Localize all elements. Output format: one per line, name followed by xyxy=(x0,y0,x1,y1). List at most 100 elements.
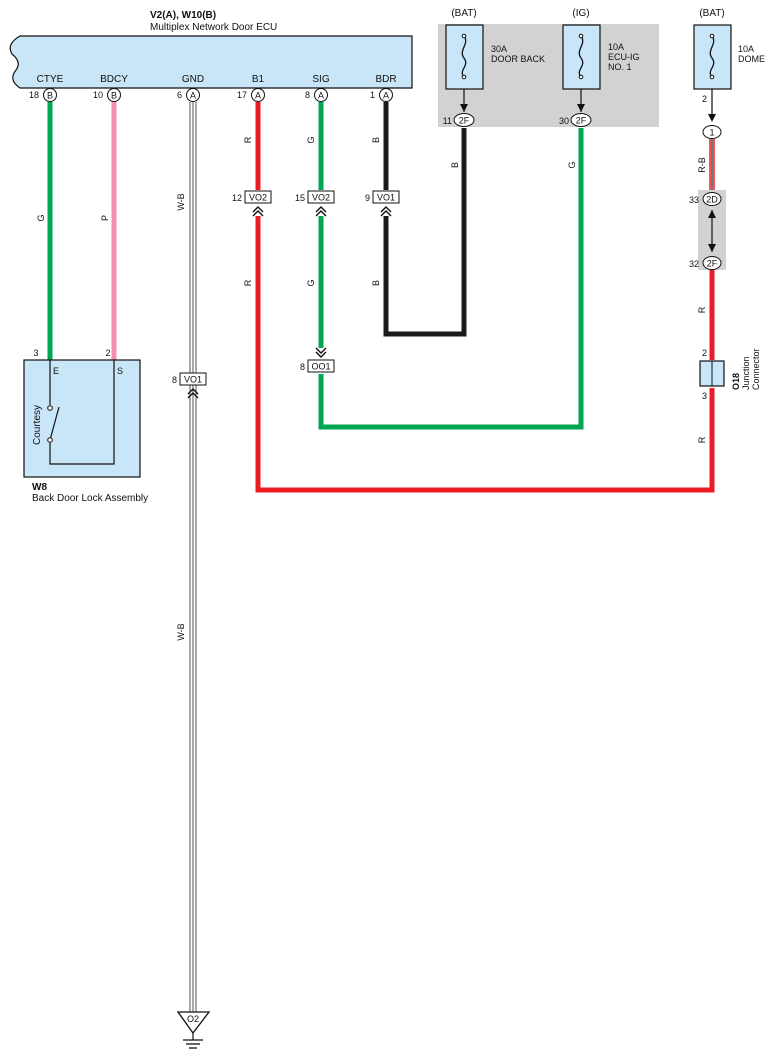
junction-name2: Connector xyxy=(751,348,761,390)
junction-pin-top: 2 xyxy=(702,348,707,358)
ecu-ref: V2(A), W10(B) xyxy=(150,10,216,21)
ecu-pin-bdcy: 10 B xyxy=(93,88,121,102)
fuse-ecu-ig-conn: 2F xyxy=(576,116,587,126)
wire-bdr-color-lower: B xyxy=(371,280,381,286)
wire-sig-color-lower: G xyxy=(306,279,316,286)
wire-b1-lower xyxy=(255,216,715,493)
wire-dome-rb-color: R-B xyxy=(697,157,707,173)
fuse-ecu-ig: (IG) 10A ECU-IG NO. 1 30 2F xyxy=(559,8,640,127)
ecu-pin-conn-gnd: A xyxy=(190,91,196,101)
fuse-dome-source: (BAT) xyxy=(699,8,724,19)
ecu-pin-conn-sig: A xyxy=(318,91,324,101)
ecu-pin-num-gnd: 6 xyxy=(177,90,182,100)
connector-b1-vo2-pin: 12 xyxy=(232,193,242,203)
fuse-door-back: (BAT) 30A DOOR BACK 11 2F xyxy=(443,8,545,127)
fuse-dome-name: DOME xyxy=(738,54,765,64)
ecu-pin-b1: 17 A xyxy=(237,88,265,102)
ecu-box xyxy=(9,35,413,89)
ecu-pin-num-b1: 17 xyxy=(237,90,247,100)
ecu-pin-conn-bdcy: B xyxy=(111,91,117,101)
wire-bdr-color-upper: B xyxy=(371,137,381,143)
wire-ctye-color: G xyxy=(36,214,46,221)
fuse-ecu-ig-name2: NO. 1 xyxy=(608,62,632,72)
ecu-pin-num-sig: 8 xyxy=(305,90,310,100)
connector-sig-oo1-pin: 8 xyxy=(300,362,305,372)
connector-dome-1: 1 xyxy=(702,125,722,139)
connector-b1-vo2-name: VO2 xyxy=(249,193,267,203)
connector-dome-2f-pin: 32 xyxy=(689,259,699,269)
wire-dome-lower-color: R xyxy=(697,306,707,313)
fuse-door-back-pin: 11 xyxy=(443,116,452,126)
ecu-pin-label-ctye: CTYE xyxy=(37,74,64,85)
connector-dome-2f: 32 2F xyxy=(689,256,722,270)
ecu-pin-num-bdr: 1 xyxy=(370,90,375,100)
connector-gnd-vo1-pin: 8 xyxy=(172,375,177,385)
wire-dome-rb xyxy=(709,139,715,192)
wire-b1-color-lower: R xyxy=(243,279,253,286)
ecu-pin-label-gnd: GND xyxy=(182,74,204,85)
lock-pin-e-num: 3 xyxy=(33,348,38,358)
wire-gnd xyxy=(189,102,197,1012)
connector-b1-vo2: 12 VO2 xyxy=(232,190,272,217)
connector-gnd-vo1: 8 VO1 xyxy=(172,372,207,399)
lock-ref: W8 xyxy=(32,482,47,493)
connector-bdr-vo1-name: VO1 xyxy=(377,193,395,203)
wire-bdcy-color: P xyxy=(100,215,110,221)
back-door-lock-assembly: 3 2 E S Courtesy W8 Back Door Lock Assem… xyxy=(23,348,148,504)
connector-sig-vo2-pin: 15 xyxy=(295,193,305,203)
junction-ref: O18 xyxy=(731,373,741,390)
connector-gnd-vo1-name: VO1 xyxy=(184,375,202,385)
ground-label: O2 xyxy=(187,1014,199,1024)
fuse-dome-rating: 10A xyxy=(738,44,754,54)
ecu-pin-conn-bdr: A xyxy=(383,91,389,101)
lock-pin-s: S xyxy=(117,366,123,376)
fuse-dome: (BAT) 10A DOME 2 xyxy=(693,8,765,122)
wire-door-back-color: B xyxy=(450,162,460,168)
fuse-ecu-ig-rating: 10A xyxy=(608,42,624,52)
wire-sig-lower xyxy=(318,128,584,430)
connector-sig-vo2: 15 VO2 xyxy=(295,190,335,217)
ecu-pin-label-bdr: BDR xyxy=(375,74,396,85)
fuse-ecu-ig-source: (IG) xyxy=(572,8,589,19)
ecu-pin-bdr: 1 A xyxy=(370,88,393,102)
junction-name: Junction xyxy=(741,356,751,390)
wire-gnd-color-top: W-B xyxy=(176,193,186,210)
fuse-door-back-rating: 30A xyxy=(491,44,507,54)
ecu-pin-gnd: 6 A xyxy=(177,88,200,102)
wire-bdr-lower xyxy=(383,128,467,337)
connector-bdr-vo1-pin: 9 xyxy=(365,193,370,203)
wire-gnd-color-bottom: W-B xyxy=(176,623,186,640)
fuse-ecu-ig-pin: 30 xyxy=(559,116,569,126)
junction-pin-bottom: 3 xyxy=(702,391,707,401)
ecu-pin-conn-ctye: B xyxy=(47,91,53,101)
fuse-door-back-source: (BAT) xyxy=(451,8,476,19)
connector-dome-2f-name: 2F xyxy=(707,259,718,269)
wire-ecu-ig-color: G xyxy=(567,161,577,168)
wire-b1-color-upper: R xyxy=(243,136,253,143)
wire-sig-color-upper: G xyxy=(306,136,316,143)
ecu-pin-num-bdcy: 10 xyxy=(93,90,103,100)
connector-dome-2d: 33 2D xyxy=(689,192,722,206)
connector-bdr-vo1: 9 VO1 xyxy=(365,190,400,217)
connector-sig-oo1-name: OO1 xyxy=(311,362,330,372)
lock-pin-s-num: 2 xyxy=(105,348,110,358)
wire-b1-color-right: R xyxy=(697,436,707,443)
ecu-name: Multiplex Network Door ECU xyxy=(150,22,277,33)
ground-o2: O2 xyxy=(176,1011,211,1049)
fuse-door-back-conn: 2F xyxy=(459,116,470,126)
lock-name: Back Door Lock Assembly xyxy=(32,493,148,504)
fuse-door-back-name: DOOR BACK xyxy=(491,54,545,64)
ecu-pin-ctye: 18 B xyxy=(29,88,57,102)
fuse-ecu-ig-name: ECU-IG xyxy=(608,52,640,62)
connector-sig-vo2-name: VO2 xyxy=(312,193,330,203)
lock-pin-e: E xyxy=(53,366,59,376)
connector-dome-2d-pin: 33 xyxy=(689,195,699,205)
ecu-pin-label-sig: SIG xyxy=(312,74,329,85)
ecu-pin-sig: 8 A xyxy=(305,88,328,102)
connector-dome-1-name: 1 xyxy=(709,128,714,138)
ecu-pin-label-b1: B1 xyxy=(252,74,265,85)
connector-dome-2d-name: 2D xyxy=(706,195,718,205)
fuse-dome-pin: 2 xyxy=(702,94,707,104)
ecu-pin-num-ctye: 18 xyxy=(29,90,39,100)
